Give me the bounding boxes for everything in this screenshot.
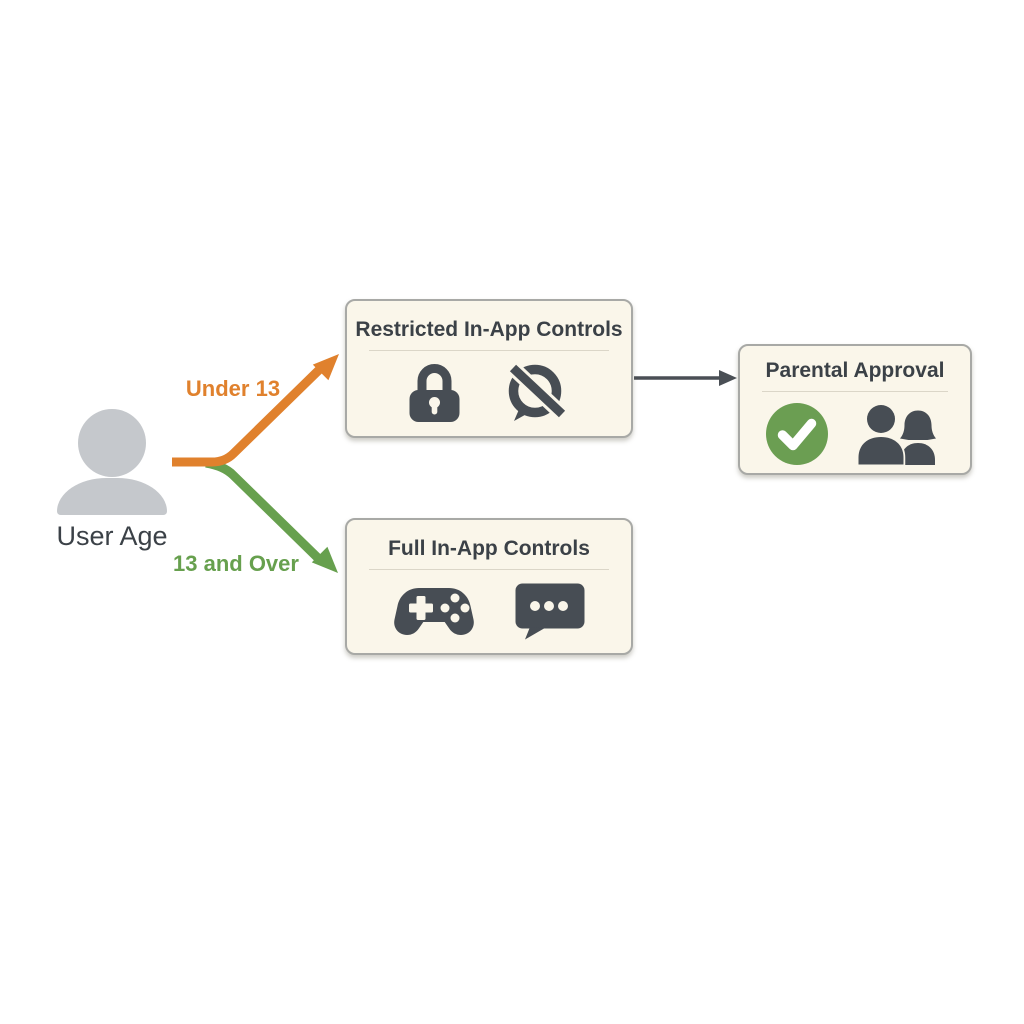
lock-keyhole [428, 397, 440, 408]
gamepad-button-left [440, 603, 450, 613]
chat-dot-2 [544, 601, 554, 611]
male-figure [857, 403, 906, 465]
person-icon [78, 409, 146, 477]
chat-tail [525, 627, 544, 640]
parental-icon-row [740, 402, 970, 466]
gamepad-dpad-h [409, 603, 433, 613]
lock-shackle [417, 364, 451, 392]
branch-label-13-and-over: 13 and Over [173, 551, 299, 576]
no-chat-bubble [508, 364, 561, 418]
gamepad-button-right [460, 603, 470, 613]
full-icon-row [347, 582, 631, 640]
node-parental-approval: Parental Approval [738, 344, 972, 475]
female-head [900, 410, 936, 440]
user-age-label: User Age [56, 521, 168, 551]
over-13-arrow-line [205, 458, 325, 565]
lock-keyhole-stem [431, 405, 437, 415]
no-chat-tail [513, 407, 532, 421]
no-chat-slash [509, 364, 565, 418]
full-node-title: Full In-App Controls [388, 537, 590, 560]
chat-dot-1 [530, 601, 540, 611]
under-13-arrow-line [172, 364, 325, 467]
restricted-icon-row [347, 363, 631, 425]
lock-icon [409, 364, 459, 422]
gamepad-button-top [450, 593, 460, 603]
approval-connector-arrowhead-icon [719, 370, 737, 386]
parent-child-icon [857, 403, 936, 465]
female-body [901, 443, 935, 465]
parental-node-title: Parental Approval [765, 359, 945, 382]
divider [369, 350, 609, 351]
gamepad-body [394, 588, 474, 635]
female-figure [900, 410, 936, 465]
male-body [857, 435, 906, 465]
gamepad-button-bottom [450, 613, 460, 623]
node-full-controls: Full In-App Controls [345, 518, 633, 655]
check-mark [777, 418, 817, 451]
divider [762, 391, 948, 392]
divider [369, 569, 609, 570]
check-icon [766, 403, 828, 465]
no-chat-icon [507, 363, 567, 421]
restricted-node-title: Restricted In-App Controls [355, 318, 623, 341]
under-13-arrowhead-icon [312, 354, 339, 381]
male-head [865, 403, 897, 435]
chat-dot-3 [558, 601, 568, 611]
chat-icon [515, 583, 585, 640]
node-restricted-controls: Restricted In-App Controls [345, 299, 633, 438]
gamepad-icon [394, 588, 474, 635]
branch-label-under-13: Under 13 [185, 376, 281, 401]
over-13-arrowhead-icon [311, 546, 338, 573]
